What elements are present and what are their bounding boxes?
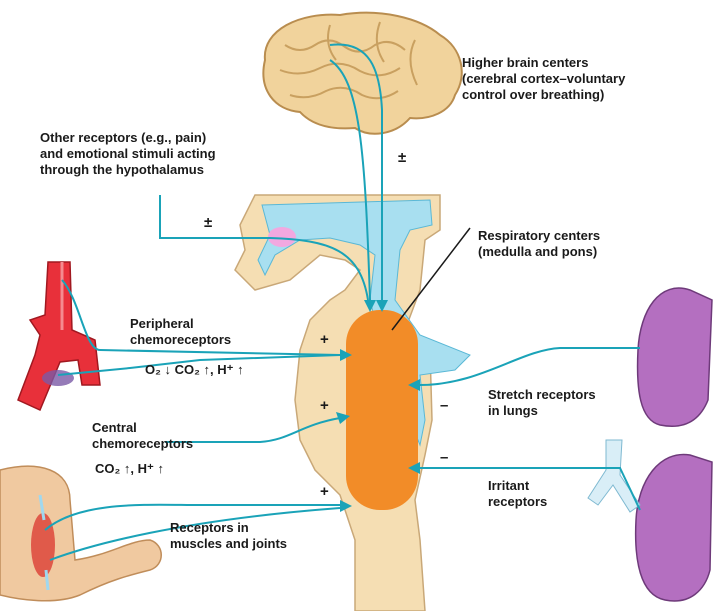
peripheral-pathway-2 — [57, 354, 341, 376]
label-higher-brain: Higher brain centers (cerebral cortex–vo… — [462, 55, 626, 102]
hypothalamus-spot — [268, 227, 296, 247]
muscle-pathway-2 — [49, 507, 341, 561]
sign-higher-brain: ± — [398, 149, 407, 166]
label-stretch-receptors: Stretch receptors in lungs — [488, 387, 596, 418]
lower-lung — [634, 453, 713, 602]
irritant-pathway — [420, 467, 641, 511]
label-muscle-receptors: Receptors in muscles and joints — [170, 520, 288, 551]
label-other-receptors: Other receptors (e.g., pain) and emotion… — [40, 130, 216, 177]
arrow-peripheral — [340, 349, 352, 361]
sign-irritant: – — [440, 449, 449, 466]
respiratory-center-shape — [346, 310, 418, 510]
label-peripheral-stimuli: O₂ ↓ CO₂ ↑, H⁺ ↑ — [145, 362, 244, 377]
higher-brain-pathway — [329, 43, 383, 300]
stretch-pathway — [419, 347, 640, 386]
hypothalamus-pathway — [159, 195, 369, 301]
label-central-chemoreceptors: Central chemoreceptors — [92, 420, 194, 451]
sign-central: + — [320, 397, 329, 414]
arrow-higher-1 — [376, 300, 388, 312]
label-irritant-receptors: Irritant receptors — [488, 478, 548, 509]
arrow-irritant — [408, 462, 420, 474]
central-pathway — [165, 417, 341, 443]
pathways — [44, 43, 641, 561]
peripheral-pathway — [61, 279, 341, 356]
sign-muscles: + — [320, 483, 329, 500]
label-central-stimuli: CO₂ ↑, H⁺ ↑ — [95, 461, 164, 476]
sign-stretch: – — [440, 397, 449, 414]
arrow-higher-2 — [364, 300, 376, 312]
upper-lung — [636, 287, 713, 427]
label-peripheral-chemoreceptors: Peripheral chemoreceptors — [130, 316, 232, 347]
label-respiratory-centers: Respiratory centers (medulla and pons) — [478, 228, 601, 259]
respiratory-centers-leader — [391, 227, 471, 331]
arrow-central — [336, 412, 350, 424]
arm — [0, 465, 162, 602]
sign-hypothalamus: ± — [204, 214, 213, 231]
higher-brain-pathway-2 — [329, 59, 371, 301]
muscle-pathway — [44, 503, 340, 531]
arrowheads — [336, 300, 420, 512]
arrow-stretch — [408, 379, 420, 391]
brain — [262, 11, 463, 135]
trachea — [587, 439, 641, 513]
arrow-muscle — [340, 500, 352, 512]
sign-peripheral: + — [320, 331, 329, 348]
